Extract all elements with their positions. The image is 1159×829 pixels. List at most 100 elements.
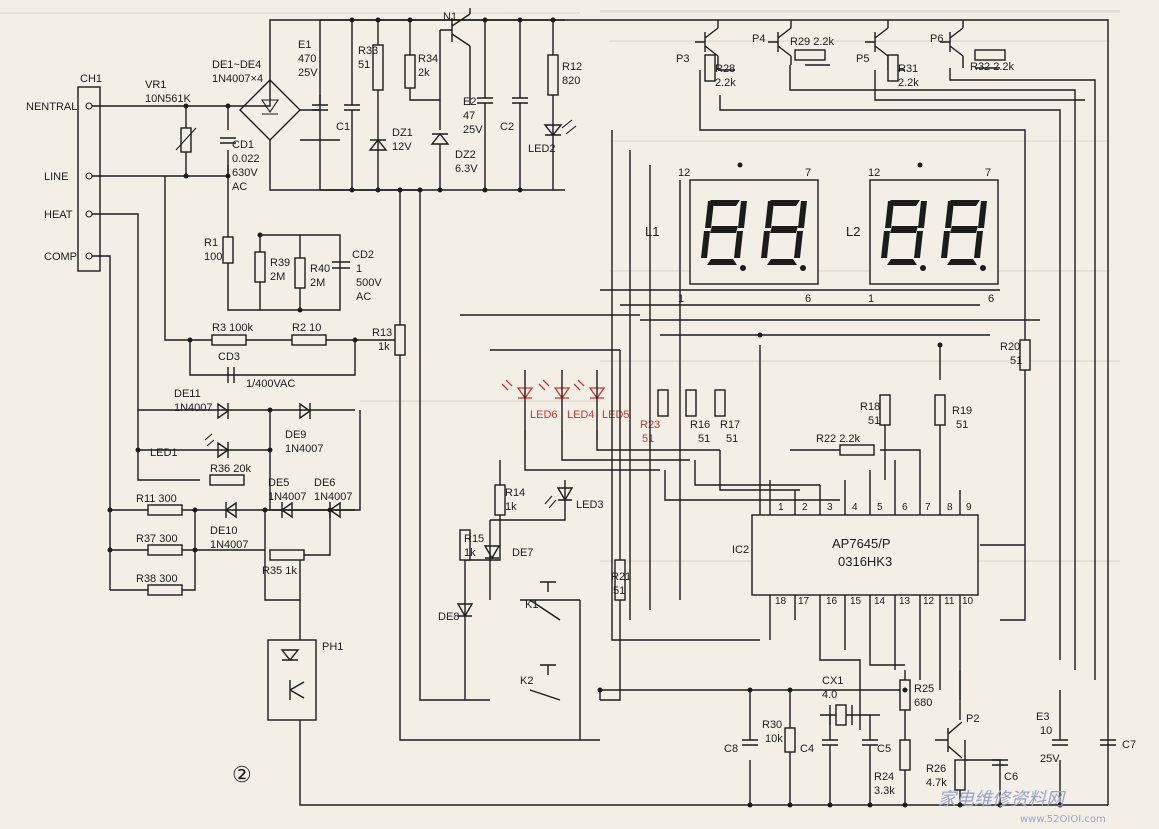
- de5-part: 1N4007: [268, 491, 307, 503]
- r1-ref: R1: [204, 237, 218, 249]
- r23-value: 51: [642, 433, 654, 445]
- svg-text:14: 14: [874, 596, 886, 607]
- led4-ref: LED4: [567, 409, 595, 421]
- svg-text:9: 9: [966, 502, 972, 513]
- l1-pin-6: 6: [805, 293, 811, 305]
- p2-ref: P2: [966, 713, 979, 725]
- ic2-top-pins: 1 2 3 4 5 6 7 8 9: [778, 502, 972, 513]
- cx1-ref: CX1: [822, 675, 843, 687]
- de6-part: 1N4007: [314, 491, 353, 503]
- r12-value: 820: [562, 75, 580, 87]
- r37-label: R37 300: [136, 533, 178, 545]
- r13-value: 1k: [378, 341, 390, 353]
- de11-ref: DE11: [174, 388, 201, 400]
- ic2-bottom-pins: 18 17 16 15 14 13 12 11 10: [775, 596, 974, 607]
- svg-text:8: 8: [947, 502, 953, 513]
- zener-dz2: [430, 100, 450, 190]
- resistor-r36: [209, 474, 245, 486]
- led-led1: [217, 441, 230, 459]
- r38-label: R38 300: [136, 573, 178, 585]
- l2-pin-12: 12: [868, 167, 880, 179]
- led-led2: [543, 124, 563, 190]
- resistor-r11: [147, 504, 183, 516]
- resistor-r12: [547, 54, 559, 96]
- e2-value: 47: [463, 110, 475, 122]
- r22-label: R22 2.2k: [816, 433, 861, 445]
- r20-value: 51: [1010, 355, 1022, 367]
- capacitor-cd2: [332, 261, 350, 269]
- capacitor-e2: [477, 20, 493, 190]
- r31-value: 2.2k: [898, 77, 919, 89]
- l1-ref: L1: [645, 224, 659, 239]
- r25-ref: R25: [914, 683, 934, 695]
- svg-text:15: 15: [850, 596, 862, 607]
- watermark-url: www.52OIOI.com: [1020, 814, 1106, 825]
- svg-text:16: 16: [826, 596, 838, 607]
- resistor-r15: [459, 529, 471, 561]
- varistor-vr1: [180, 127, 192, 153]
- diode-de8: [456, 603, 474, 618]
- r19-value: 51: [956, 419, 968, 431]
- cd3-ref: CD3: [218, 351, 240, 363]
- r39-ref: R39: [270, 257, 290, 269]
- cd2-voltage: 500V: [356, 277, 382, 289]
- svg-text:4: 4: [852, 502, 858, 513]
- l2-pin-1: 1: [868, 293, 874, 305]
- resistor-r25: [899, 679, 911, 711]
- resistor-r14: [494, 484, 506, 516]
- r18-ref: R18: [860, 401, 880, 413]
- de9-part: 1N4007: [285, 443, 324, 455]
- e3-value: 10: [1040, 725, 1052, 737]
- de10-part: 1N4007: [210, 539, 249, 551]
- svg-text:18: 18: [775, 596, 787, 607]
- resistor-r28: [704, 54, 716, 82]
- optocoupler-ph1: [267, 639, 317, 721]
- capacitor-c1: [344, 20, 360, 190]
- svg-text:2: 2: [802, 502, 808, 513]
- n1-ref: N1: [443, 11, 457, 23]
- de11-part: 1N4007: [174, 402, 213, 414]
- r21-value: 51: [613, 585, 625, 597]
- pin-comp-label: COMP: [44, 251, 77, 263]
- bridge-part: 1N4007×4: [212, 73, 263, 85]
- de8-ref: DE8: [438, 611, 459, 623]
- capacitor-c4: [822, 739, 838, 746]
- r33-value: 51: [358, 59, 370, 71]
- l2-digit-2: [941, 200, 987, 271]
- c7-ref: C7: [1122, 739, 1136, 751]
- cd1-voltage: 630V: [232, 167, 258, 179]
- r34-ref: R34: [418, 53, 438, 65]
- led3-ref: LED3: [576, 499, 604, 511]
- r36-label: R36 20k: [210, 463, 251, 475]
- resistor-r35: [269, 549, 305, 561]
- capacitor-c6: [992, 759, 1008, 766]
- r34-value: 2k: [418, 67, 430, 79]
- c1-ref: C1: [336, 121, 350, 133]
- r14-value: 1k: [505, 501, 517, 513]
- r35-label: R35 1k: [262, 565, 297, 577]
- p6-ref: P6: [930, 33, 943, 45]
- capacitor-cd3: [227, 367, 235, 383]
- display-l1: 12 7 1 6 L1: [645, 167, 819, 305]
- svg-text:12: 12: [923, 596, 935, 607]
- dz1-ref: DZ1: [392, 127, 413, 139]
- figure-number: ②: [232, 762, 252, 787]
- svg-text:6: 6: [902, 502, 908, 513]
- r33-ref: R33: [358, 45, 378, 57]
- resistor-r26: [954, 759, 966, 791]
- resistor-r31: [887, 54, 899, 82]
- led5-ref: LED5: [602, 409, 630, 421]
- vr1-value: 10N561K: [145, 93, 192, 105]
- resistor-r1: [222, 236, 234, 264]
- p4-ref: P4: [752, 33, 765, 45]
- capacitor-c2: [512, 20, 528, 190]
- l1-digit-2: [761, 200, 807, 271]
- k1-ref: K1: [525, 599, 538, 611]
- de9-ref: DE9: [285, 429, 306, 441]
- r26-ref: R26: [926, 763, 946, 775]
- resistor-r24: [899, 739, 911, 771]
- cd1-ref: CD1: [232, 139, 254, 151]
- de7-ref: DE7: [512, 547, 533, 559]
